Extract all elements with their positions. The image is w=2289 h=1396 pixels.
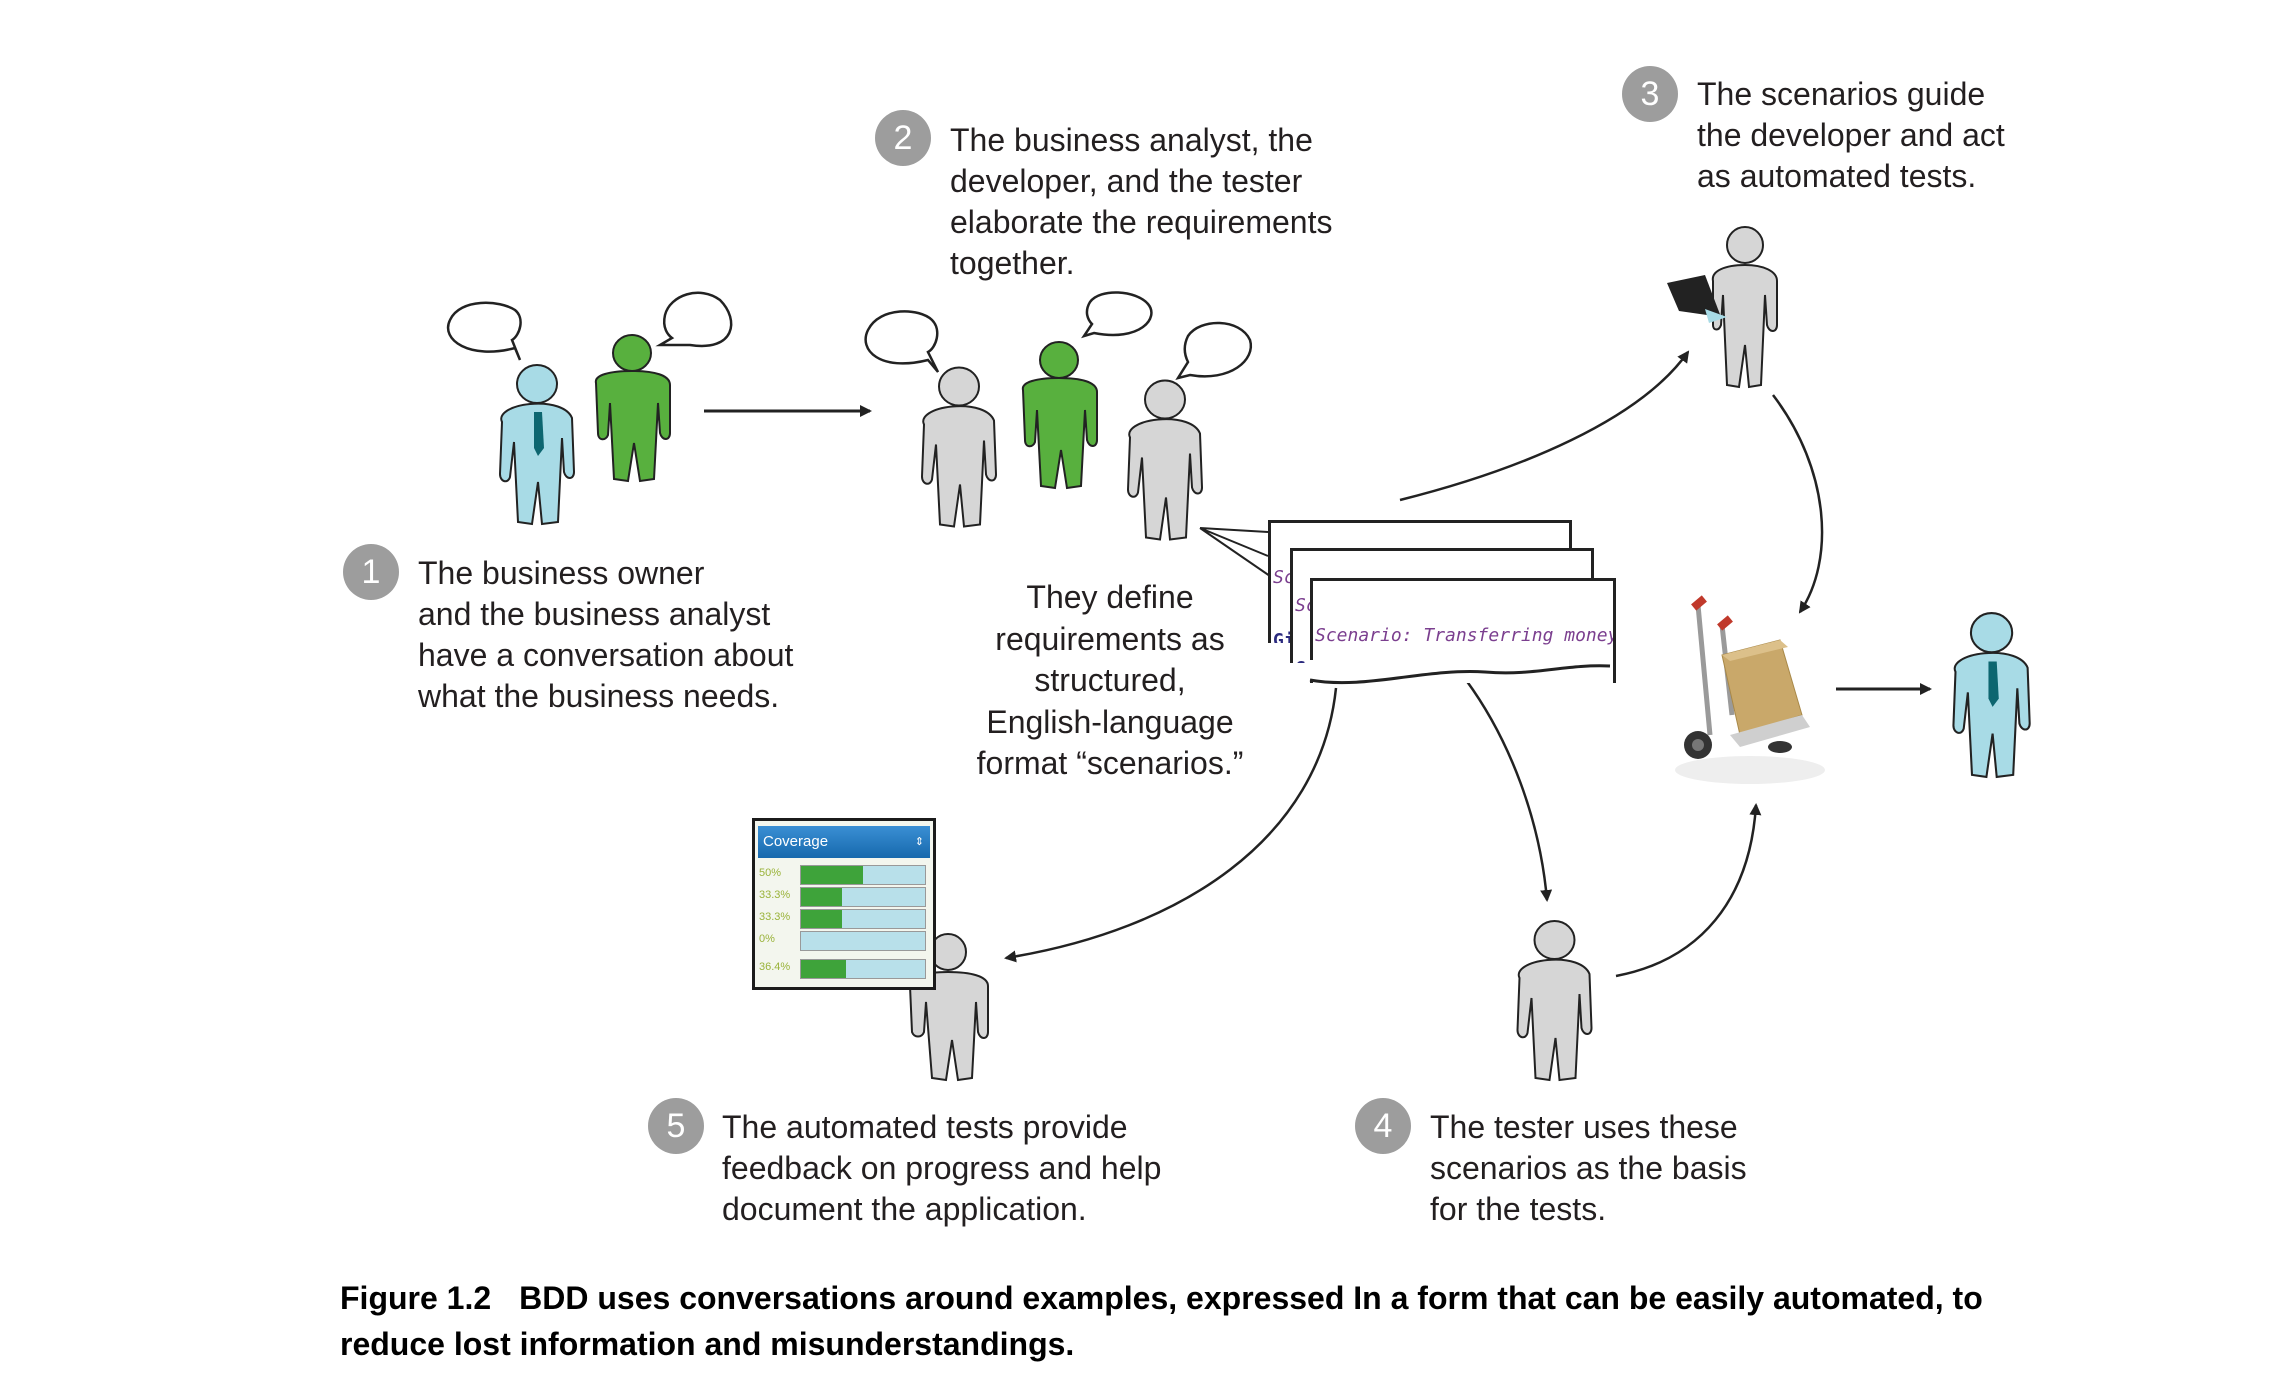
coverage-row: 50% <box>758 865 932 885</box>
coverage-percent: 33.3% <box>759 911 791 923</box>
coverage-bar <box>800 931 926 951</box>
speech-bubbles <box>446 291 1253 380</box>
arrow-scenarios-to-feedback <box>1004 687 1338 963</box>
step-5-badge: 5 <box>648 1098 704 1154</box>
coverage-row: 33.3% <box>758 887 932 907</box>
speech-bubble-icon <box>446 301 522 361</box>
coverage-row: 0% <box>758 931 932 951</box>
laptop-icon <box>1667 275 1721 317</box>
coverage-bar-fill <box>801 960 847 978</box>
tie-icon <box>534 412 544 456</box>
coverage-bar <box>800 865 926 885</box>
speech-bubble-icon <box>1175 321 1253 380</box>
scenario-keyword: Gi <box>1273 630 1295 643</box>
speech-bubble-icon <box>1081 291 1153 339</box>
arrow-scenarios-to-developer <box>1399 350 1690 502</box>
developer-laptop-figure <box>1667 226 1778 389</box>
coverage-panel: Coverage ⇕ 50% 33.3% 33.3% 0% 36.4% <box>752 818 936 990</box>
step-1-text: The business owner and the business anal… <box>418 555 794 714</box>
coverage-header: Coverage ⇕ <box>758 826 930 858</box>
business-owner-final-figure <box>1952 612 2031 779</box>
step-3-badge: 3 <box>1622 66 1678 122</box>
speech-bubble-icon <box>655 291 733 348</box>
business-owner-figure <box>498 364 576 526</box>
coverage-title: Coverage <box>763 833 829 850</box>
arrow-developer-to-delivery <box>1772 394 1824 614</box>
step-2-text: The business analyst, the developer, and… <box>950 122 1333 281</box>
coverage-bar <box>800 959 926 979</box>
card-wavy-edge <box>1309 660 1611 685</box>
arrow-tester-to-delivery <box>1615 803 1762 978</box>
tester-step4-figure <box>1516 920 1593 1082</box>
coverage-bar-fill <box>801 910 843 928</box>
step-4-text: The tester uses these scenarios as the b… <box>1430 1109 1747 1227</box>
coverage-row: 33.3% <box>758 909 932 929</box>
coverage-bar-fill <box>801 888 843 906</box>
coverage-row: 36.4% <box>758 959 932 979</box>
speech-bubble-icon <box>864 310 940 373</box>
business-analyst-gray-figure <box>920 366 998 528</box>
delivery-cart-icon <box>1675 595 1825 784</box>
coverage-percent: 33.3% <box>759 889 791 901</box>
step-1-badge: 1 <box>343 544 399 600</box>
tester-figure <box>1126 379 1204 541</box>
coverage-bar <box>800 909 926 929</box>
coverage-percent: 36.4% <box>759 961 791 973</box>
figure-number: Figure 1.2 <box>340 1280 492 1316</box>
scenario-title: Scenario: Transferring money to <box>1315 625 1616 646</box>
step-2-badge: 2 <box>875 110 931 166</box>
arrow-scenarios-to-tester <box>1464 679 1553 902</box>
coverage-bar <box>800 887 926 907</box>
tie-icon <box>1988 661 1999 707</box>
step-4-badge: 4 <box>1355 1098 1411 1154</box>
step-3-text: The scenarios guide the developer and ac… <box>1697 76 2005 194</box>
scenario-keyword: Gi <box>1295 658 1591 663</box>
scenario-description: They define requirements as structured, … <box>976 579 1244 781</box>
figure-caption-text: BDD uses conversations around examples, … <box>340 1280 1983 1362</box>
coverage-percent: 50% <box>759 867 782 879</box>
sort-icon[interactable]: ⇕ <box>914 836 924 848</box>
tester-feedback-figure <box>908 933 989 1082</box>
business-analyst-figure <box>594 334 671 483</box>
coverage-percent: 0% <box>759 933 775 945</box>
coverage-bar-fill <box>801 866 863 884</box>
developer-figure <box>1021 341 1098 490</box>
step-5-text: The automated tests provide feedback on … <box>722 1109 1162 1227</box>
